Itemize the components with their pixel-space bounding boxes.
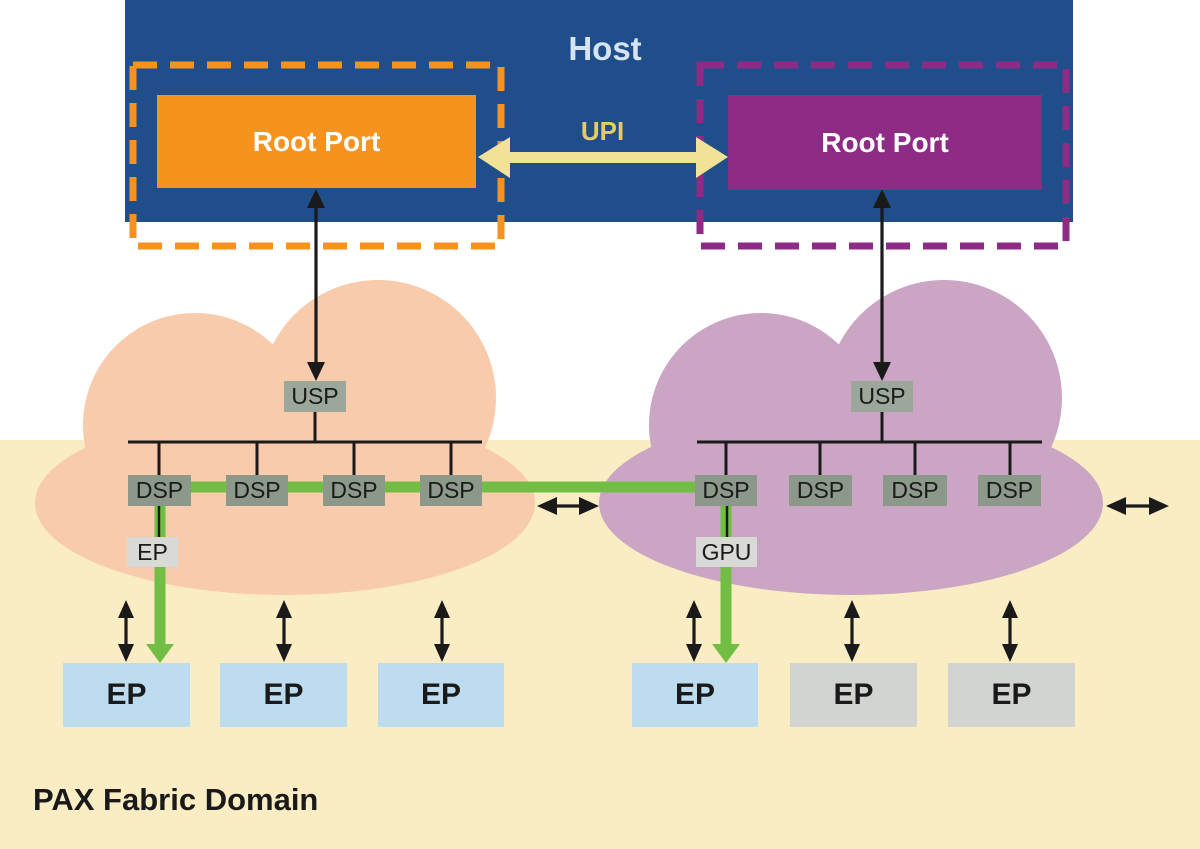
pax-fabric-domain-label: PAX Fabric Domain [33, 782, 319, 817]
endpoint-2: EP [220, 663, 347, 727]
dsp-left-2: DSP [226, 475, 288, 506]
dsp-right-3: DSP [883, 475, 947, 506]
endpoint-5: EP [790, 663, 917, 727]
dsp-right-4: DSP [978, 475, 1041, 506]
endpoint-4: EP [632, 663, 758, 727]
dsp-left-1: DSP [128, 475, 191, 506]
gpu-box: GPU [696, 537, 757, 567]
ep-in-cloud: EP [127, 537, 178, 567]
host-label: Host [568, 30, 642, 67]
dsp-right-1: DSP [695, 475, 757, 506]
dsp-right-2: DSP [789, 475, 852, 506]
root-port-left: Root Port [157, 95, 476, 188]
dsp-left-4: DSP [420, 475, 482, 506]
endpoint-1: EP [63, 663, 190, 727]
root-port-right: Root Port [728, 95, 1042, 190]
usp-left: USP [284, 381, 346, 412]
upi-label: UPI [580, 115, 625, 146]
endpoint-6: EP [948, 663, 1075, 727]
dsp-left-3: DSP [323, 475, 385, 506]
endpoint-3: EP [378, 663, 504, 727]
usp-right: USP [851, 381, 913, 412]
